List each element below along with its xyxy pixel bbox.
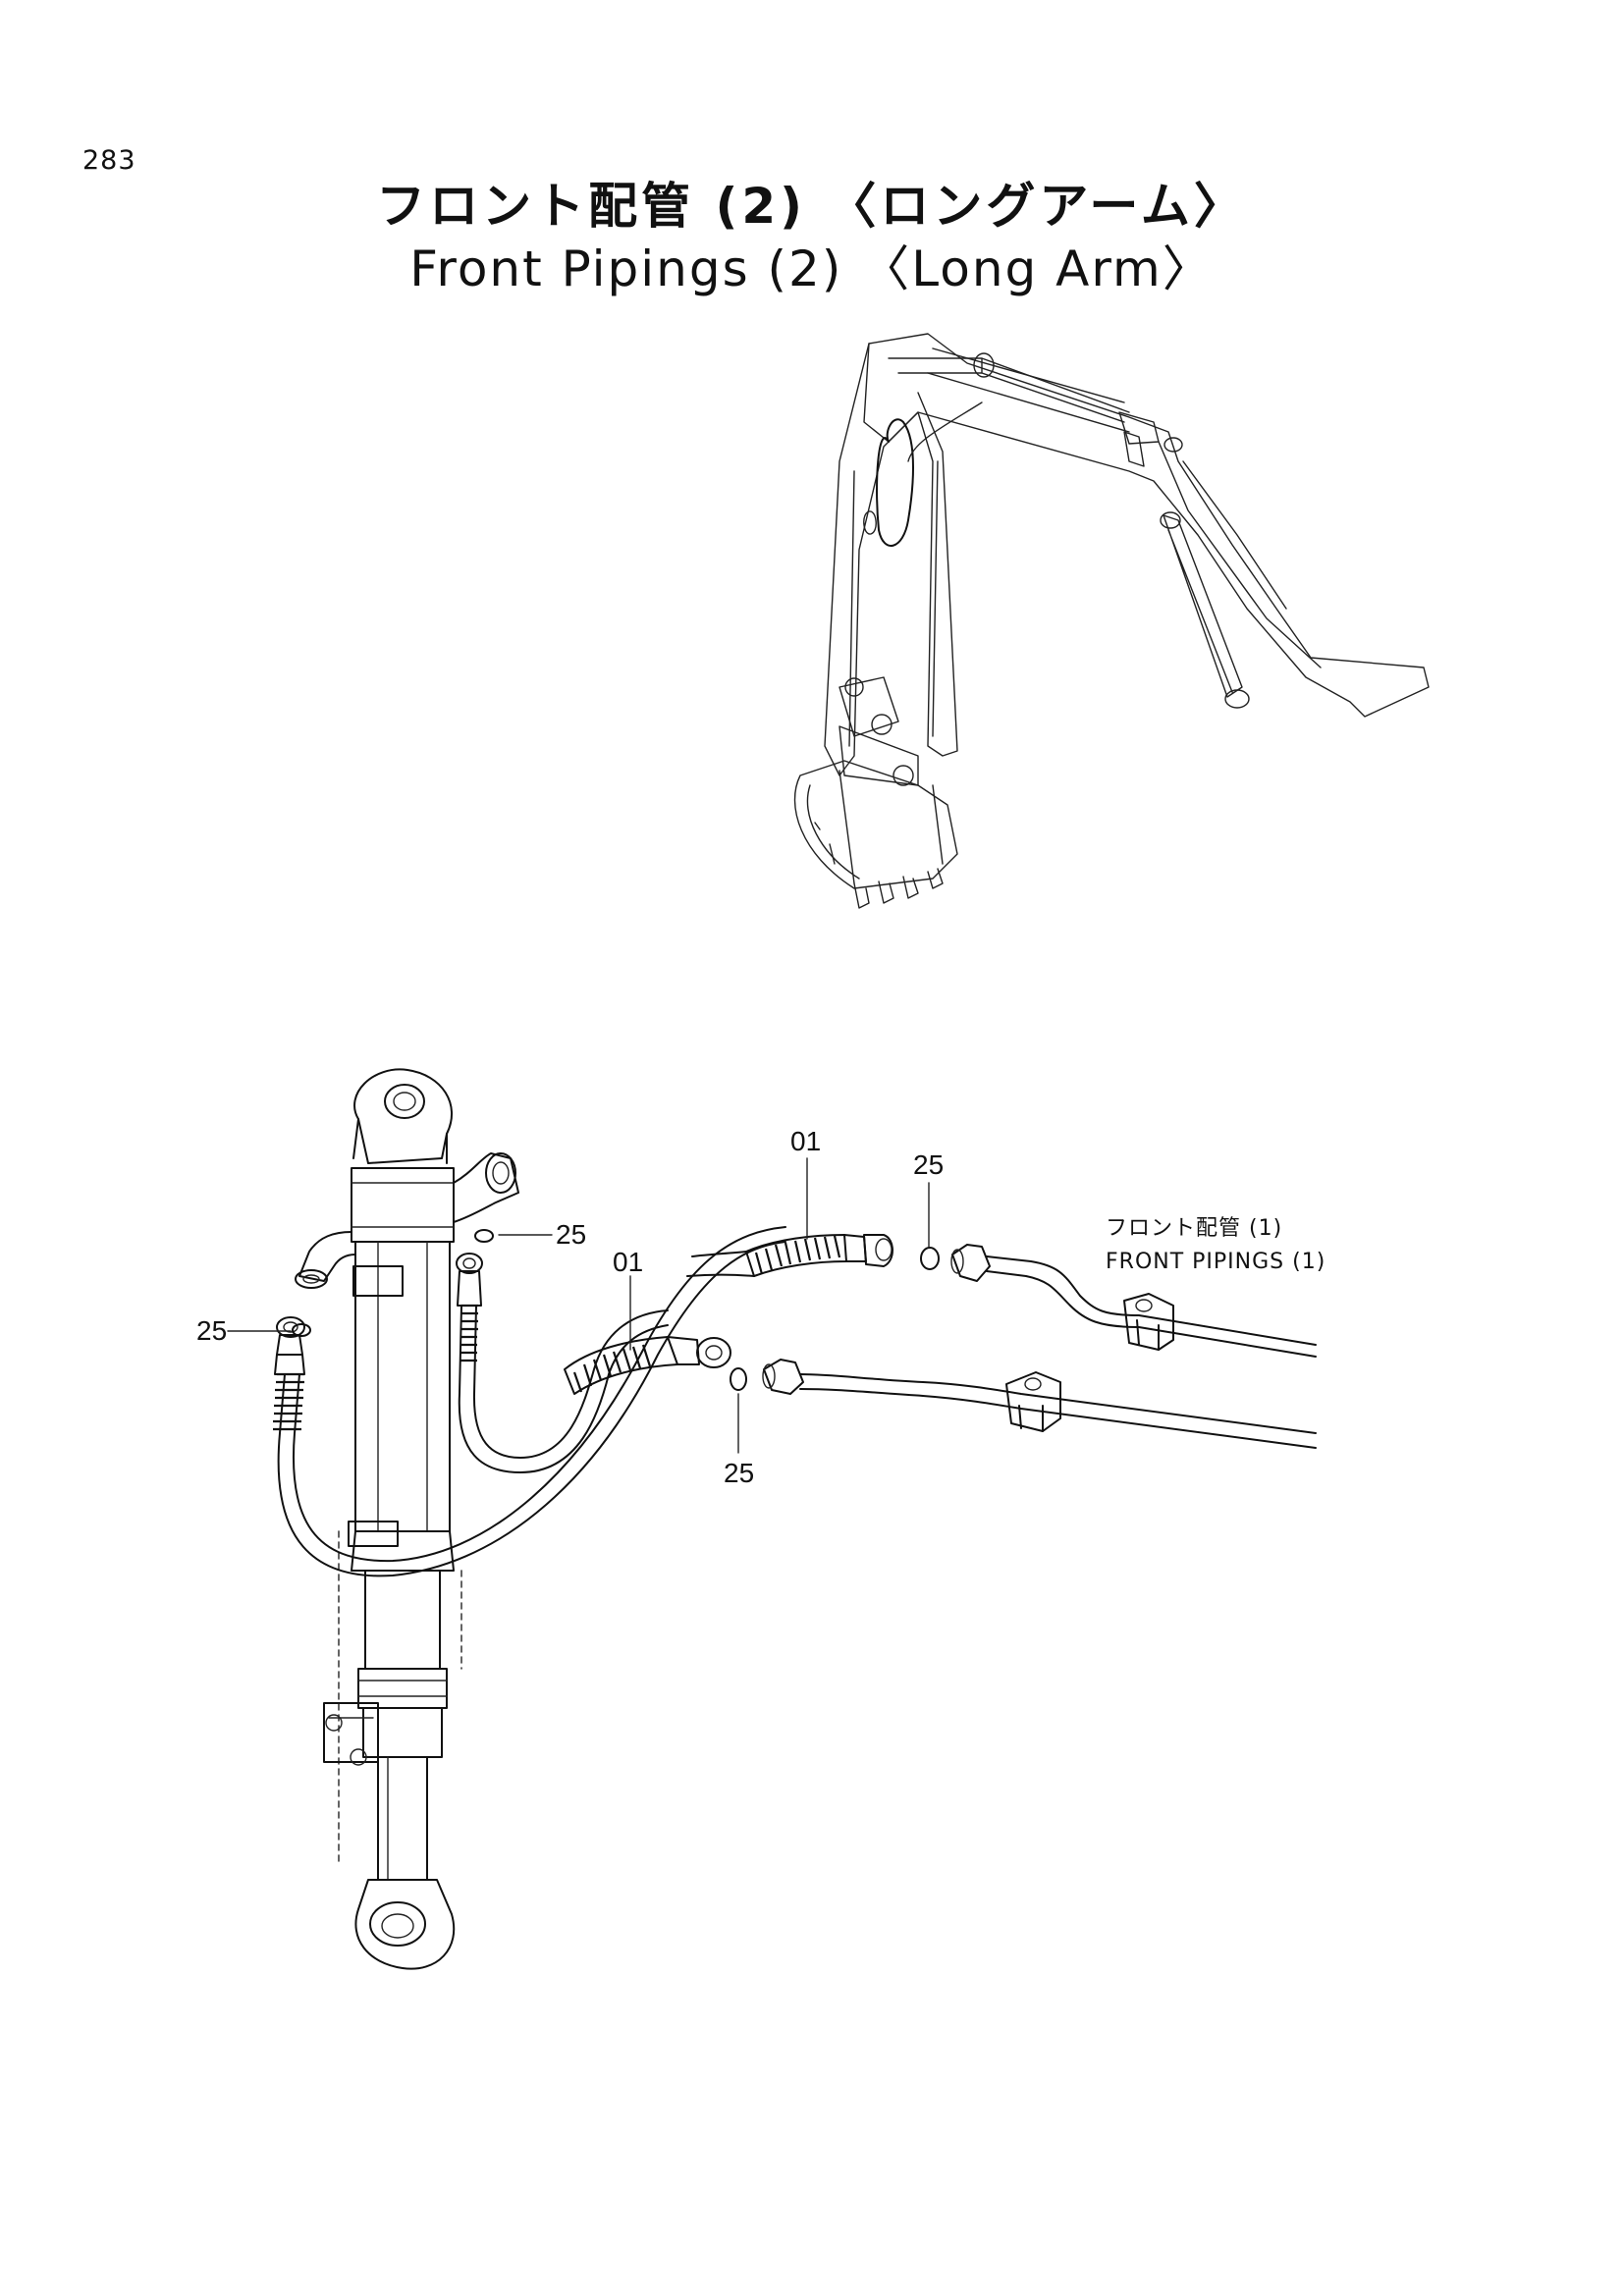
callout-hose-lower: 01 [613, 1247, 643, 1277]
leader-lines [227, 1157, 930, 1454]
arm-cylinder-illustration [295, 1068, 519, 1970]
callout-o-ring-left: 25 [196, 1315, 227, 1346]
hose-assembly-illustration [273, 1226, 893, 1577]
callout-o-ring-cylinder-top: 25 [556, 1219, 586, 1250]
cross-reference-english: FRONT PIPINGS (1) [1106, 1250, 1325, 1274]
front-pipes-illustration [762, 1244, 1317, 1449]
callout-o-ring-upper-right: 25 [913, 1149, 944, 1180]
page-title-english: Front Pipings (2) 〈Long Arm〉 [409, 240, 1214, 297]
page-title-japanese: フロント配管 (2) 〈ロングアーム〉 [376, 178, 1247, 235]
o-ring-left [292, 1323, 311, 1337]
page-number: 283 [82, 145, 136, 176]
cross-reference-japanese: フロント配管 (1) [1106, 1216, 1282, 1241]
o-ring-parts [292, 1229, 940, 1391]
excavator-overview-illustration [793, 333, 1430, 909]
o-ring-lower-center [730, 1367, 747, 1391]
o-ring-cylinder-top [474, 1229, 494, 1243]
callout-hose-upper: 01 [790, 1126, 821, 1156]
o-ring-upper-right [920, 1247, 940, 1270]
callout-o-ring-lower-center: 25 [724, 1458, 754, 1488]
